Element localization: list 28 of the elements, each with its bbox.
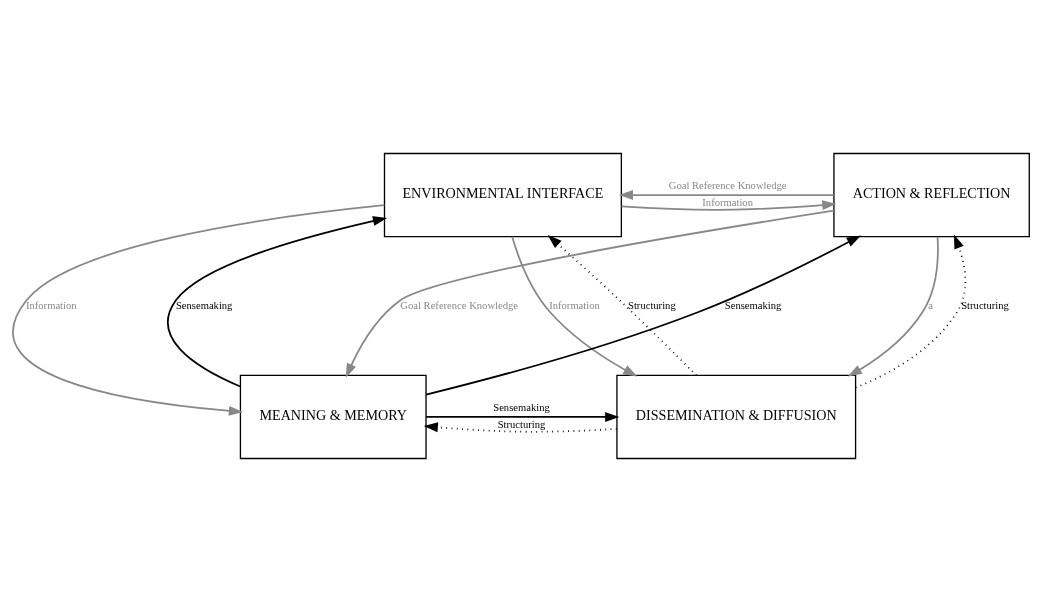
- arrow: [425, 411, 620, 422]
- arrow: [12, 203, 386, 416]
- edge-label: Information: [549, 299, 600, 311]
- arrow: [425, 234, 861, 395]
- arrow: [167, 215, 388, 387]
- arrow: [345, 209, 835, 378]
- arrow: [620, 199, 837, 211]
- edge-label: Sensemaking: [175, 299, 233, 311]
- edge-label: Sensemaking: [493, 401, 550, 413]
- node-box: DISSEMINATION & DIFFUSION: [616, 374, 857, 459]
- node-box: ACTION & REFLECTION: [833, 152, 1030, 237]
- edge-label: Information: [702, 196, 753, 208]
- node-box: ENVIRONMENTAL INTERFACE: [383, 152, 623, 237]
- node-box: MEANING & MEMORY: [239, 374, 427, 459]
- edge-label: Structuring: [628, 299, 676, 311]
- arrow: [511, 235, 638, 377]
- arrow: [854, 233, 967, 388]
- arrow: [547, 234, 698, 376]
- arrow: [847, 235, 939, 377]
- edge-label: Structuring: [497, 418, 546, 430]
- edge-label: Information: [25, 299, 77, 311]
- edge-label: a: [928, 299, 934, 311]
- edge-label: Structuring: [961, 299, 1009, 311]
- arrow: [618, 189, 835, 200]
- edge-label: Sensemaking: [724, 299, 782, 311]
- edge-label: Goal Reference Knowledge: [400, 299, 519, 311]
- edge-label: Goal Reference Knowledge: [668, 179, 787, 191]
- arrow: [423, 421, 618, 433]
